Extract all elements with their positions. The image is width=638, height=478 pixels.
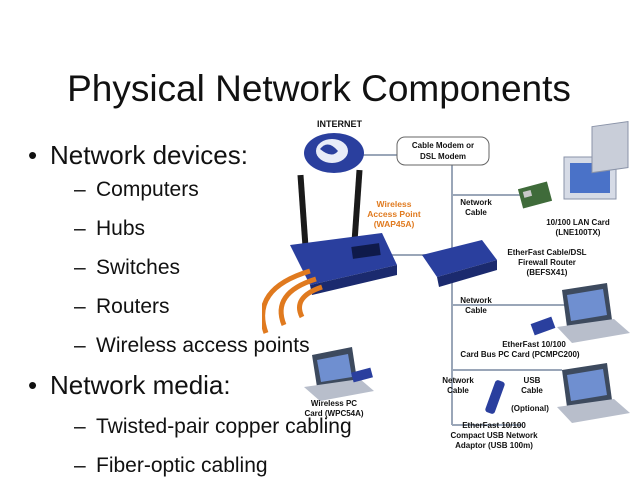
svg-text:Cable: Cable: [521, 386, 543, 395]
svg-text:Card Bus PC Card (PCMPC200): Card Bus PC Card (PCMPC200): [460, 350, 579, 359]
svg-text:(LNE100TX): (LNE100TX): [556, 228, 601, 237]
svg-text:USB: USB: [524, 376, 541, 385]
svg-text:(Optional): (Optional): [511, 404, 549, 413]
desktop-computer-icon: [563, 120, 629, 200]
svg-text:EtherFast 10/100: EtherFast 10/100: [502, 340, 566, 349]
laptop-usb-icon: [557, 363, 630, 423]
bullet-network-media: •Network media:: [28, 370, 231, 400]
svg-text:Cable Modem or: Cable Modem or: [412, 141, 474, 150]
laptop-pc-card-icon: [530, 283, 630, 343]
sub-item-wireless-access-points: –Wireless access points: [74, 334, 310, 357]
svg-text:DSL Modem: DSL Modem: [420, 152, 466, 161]
bullet-dot: •: [28, 370, 38, 400]
svg-text:Cable: Cable: [447, 386, 469, 395]
svg-text:Firewall Router: Firewall Router: [518, 258, 576, 267]
svg-text:Access Point: Access Point: [367, 209, 421, 219]
sub-item-routers: –Routers: [74, 295, 170, 318]
wireless-laptop-icon: [304, 347, 374, 401]
svg-text:Compact USB Network: Compact USB Network: [450, 431, 538, 440]
svg-text:Network: Network: [460, 198, 492, 207]
bullet-network-devices: •Network devices:: [28, 140, 248, 170]
lan-card-icon: [517, 181, 553, 209]
network-diagram: INTERNET Cable Modem or DSL Modem Wirele…: [262, 119, 630, 450]
svg-text:Adaptor (USB 100m): Adaptor (USB 100m): [455, 441, 533, 450]
sub-item-hubs: –Hubs: [74, 217, 146, 240]
svg-text:EtherFast Cable/DSL: EtherFast Cable/DSL: [507, 248, 586, 257]
bullet-dot: •: [28, 140, 38, 170]
sub-item-computers: –Computers: [74, 178, 199, 201]
svg-text:EtherFast 10/100: EtherFast 10/100: [462, 421, 526, 430]
wireless-access-point-icon: [290, 169, 397, 295]
svg-text:(WAP45A): (WAP45A): [374, 219, 415, 229]
sub-item-fiber-optic: –Fiber-optic cabling: [74, 454, 268, 477]
svg-text:Cable: Cable: [465, 208, 487, 217]
svg-text:Wireless: Wireless: [377, 199, 412, 209]
router-icon: [422, 240, 497, 287]
usb-adaptor-icon: [485, 380, 505, 414]
wireless-waves-icon: [262, 268, 323, 334]
svg-text:Wireless PC: Wireless PC: [311, 399, 357, 408]
svg-text:Cable: Cable: [465, 306, 487, 315]
cable-modem-box: Cable Modem or DSL Modem: [396, 136, 490, 166]
internet-label: INTERNET: [317, 119, 363, 129]
internet-globe-icon: [304, 133, 364, 173]
svg-text:10/100 LAN Card: 10/100 LAN Card: [546, 218, 610, 227]
sub-item-twisted-pair: –Twisted-pair copper cabling: [74, 415, 352, 438]
svg-text:Network: Network: [460, 296, 492, 305]
connection-lines: [362, 154, 572, 426]
slide-title: Physical Network Components: [67, 68, 571, 109]
svg-text:(BEFSX41): (BEFSX41): [527, 268, 568, 277]
svg-text:Card (WPC54A): Card (WPC54A): [304, 409, 363, 418]
sub-item-switches: –Switches: [74, 256, 181, 279]
svg-text:Network: Network: [442, 376, 474, 385]
